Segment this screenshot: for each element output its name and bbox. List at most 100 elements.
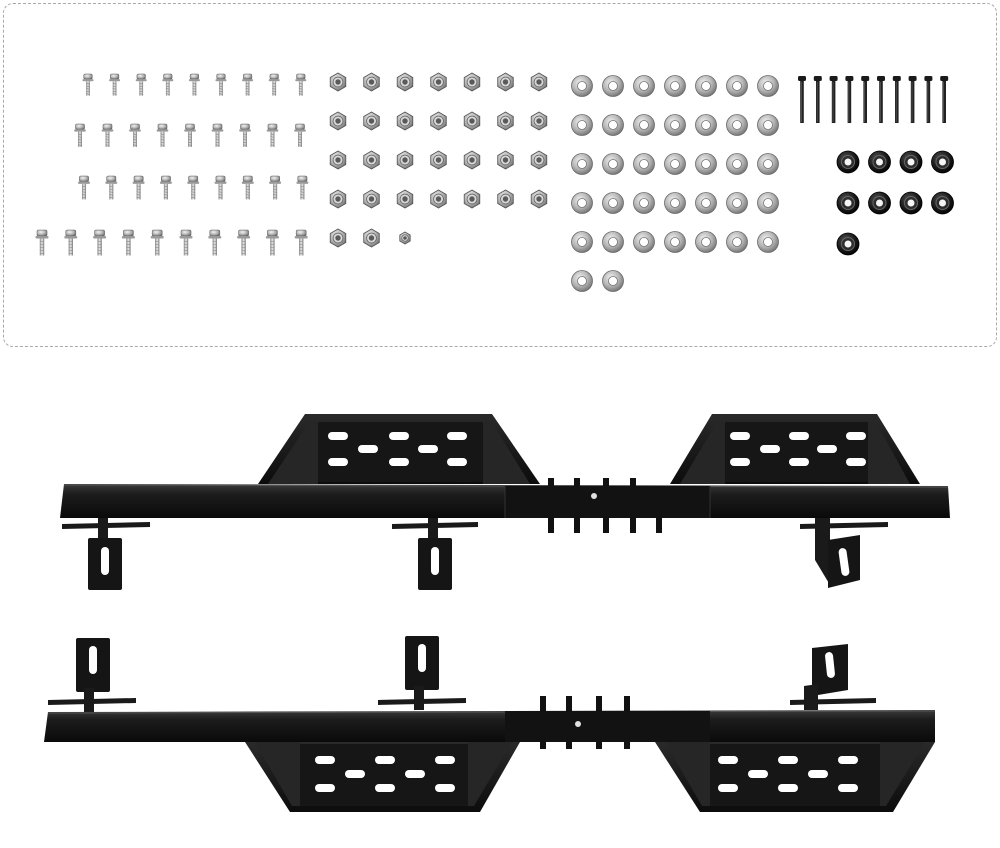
hex-bolt <box>129 123 141 147</box>
hex-bolt <box>64 229 78 256</box>
flat-washer <box>633 192 655 214</box>
hex-bolt <box>266 123 279 147</box>
hex-bolt <box>82 73 94 96</box>
lock-nut <box>329 189 347 209</box>
lock-nut <box>497 150 514 170</box>
hex-bolt <box>74 123 86 147</box>
flat-washer <box>571 231 593 253</box>
flat-washer <box>664 153 686 175</box>
flat-washer <box>664 75 686 97</box>
running-board-lower <box>44 636 936 812</box>
flat-washer <box>602 270 624 292</box>
flat-washer <box>602 153 624 175</box>
flat-washer <box>695 114 717 136</box>
bracket-lower-right <box>790 644 876 710</box>
hex-bolt <box>296 175 309 200</box>
spacer-nut <box>899 191 923 215</box>
spacer-nut <box>836 150 860 174</box>
hex-bolt <box>93 229 107 256</box>
black-spacer-nuts <box>836 150 954 256</box>
long-bolt <box>813 76 822 123</box>
running-board-upper <box>60 414 950 590</box>
lock-nut <box>363 150 380 170</box>
flat-washer <box>664 231 686 253</box>
lock-nut <box>396 189 414 209</box>
hex-bolt <box>242 73 254 96</box>
hex-bolt <box>294 229 308 256</box>
flat-washer <box>757 75 779 97</box>
hex-bolt <box>35 229 49 256</box>
step-upper-left <box>258 414 540 484</box>
flat-washer <box>664 192 686 214</box>
lock-nut <box>530 111 548 131</box>
hex-bolt <box>156 123 169 147</box>
bracket-lower-middle <box>378 636 466 710</box>
long-bolt <box>892 76 901 123</box>
hex-bolt <box>295 73 307 96</box>
flat-washer <box>571 153 593 175</box>
hex-bolt <box>78 175 90 200</box>
lock-nut <box>463 189 481 209</box>
hex-bolt <box>121 229 135 256</box>
lock-nut <box>363 189 380 209</box>
long-bolt <box>940 76 949 123</box>
spacer-nut <box>836 232 860 256</box>
hex-bolt <box>269 175 282 200</box>
flat-washer <box>602 192 624 214</box>
lock-nut <box>363 72 380 92</box>
hex-bolt <box>268 73 280 96</box>
long-bolt <box>798 76 806 123</box>
hex-bolt <box>150 229 164 256</box>
flat-washer <box>695 192 717 214</box>
flat-washer <box>757 114 779 136</box>
hex-bolt <box>187 175 200 200</box>
hex-bolt <box>294 123 306 147</box>
hex-bolt <box>239 123 251 147</box>
flat-washer <box>633 75 655 97</box>
hex-bolt <box>241 175 254 200</box>
hex-bolt <box>179 229 193 256</box>
hardware-kit-illustration <box>35 72 954 292</box>
lock-nut <box>430 150 447 170</box>
bracket-upper-left <box>62 518 150 590</box>
flat-washer <box>726 192 748 214</box>
lock-nut <box>329 72 347 92</box>
hex-bolt <box>184 123 196 147</box>
hex-bolt <box>109 73 121 96</box>
bracket-lower-left <box>48 638 136 712</box>
hex-bolt <box>132 175 145 200</box>
long-bolt <box>877 76 885 123</box>
lock-nut <box>329 228 347 248</box>
lock-nut <box>430 111 447 131</box>
nylon-lock-nuts <box>329 72 548 248</box>
flat-washer <box>633 153 655 175</box>
flat-washer <box>602 75 624 97</box>
flat-washer <box>695 153 717 175</box>
spacer-nut <box>931 191 954 215</box>
flat-washer <box>757 231 779 253</box>
hex-bolt <box>188 73 200 96</box>
lock-nut <box>530 72 548 92</box>
flat-washer <box>664 114 686 136</box>
flat-washers <box>571 75 779 292</box>
flat-washer <box>633 231 655 253</box>
long-bolt <box>845 76 854 123</box>
lock-nut <box>530 150 548 170</box>
lock-nut <box>497 72 514 92</box>
spacer-nut <box>868 150 891 174</box>
step-upper-right <box>670 414 920 484</box>
flat-washer <box>695 75 717 97</box>
hex-bolt <box>159 175 172 200</box>
lock-nut <box>363 111 380 131</box>
spacer-nut <box>931 150 954 174</box>
hex-bolt <box>105 175 118 200</box>
hex-bolt <box>214 175 227 200</box>
long-bolt <box>908 76 917 123</box>
flat-washer <box>757 192 779 214</box>
long-bolt <box>861 76 870 123</box>
hex-bolt <box>211 123 224 147</box>
hex-bolt <box>101 123 114 147</box>
long-black-bolts <box>798 76 949 123</box>
long-bolt <box>829 76 838 123</box>
